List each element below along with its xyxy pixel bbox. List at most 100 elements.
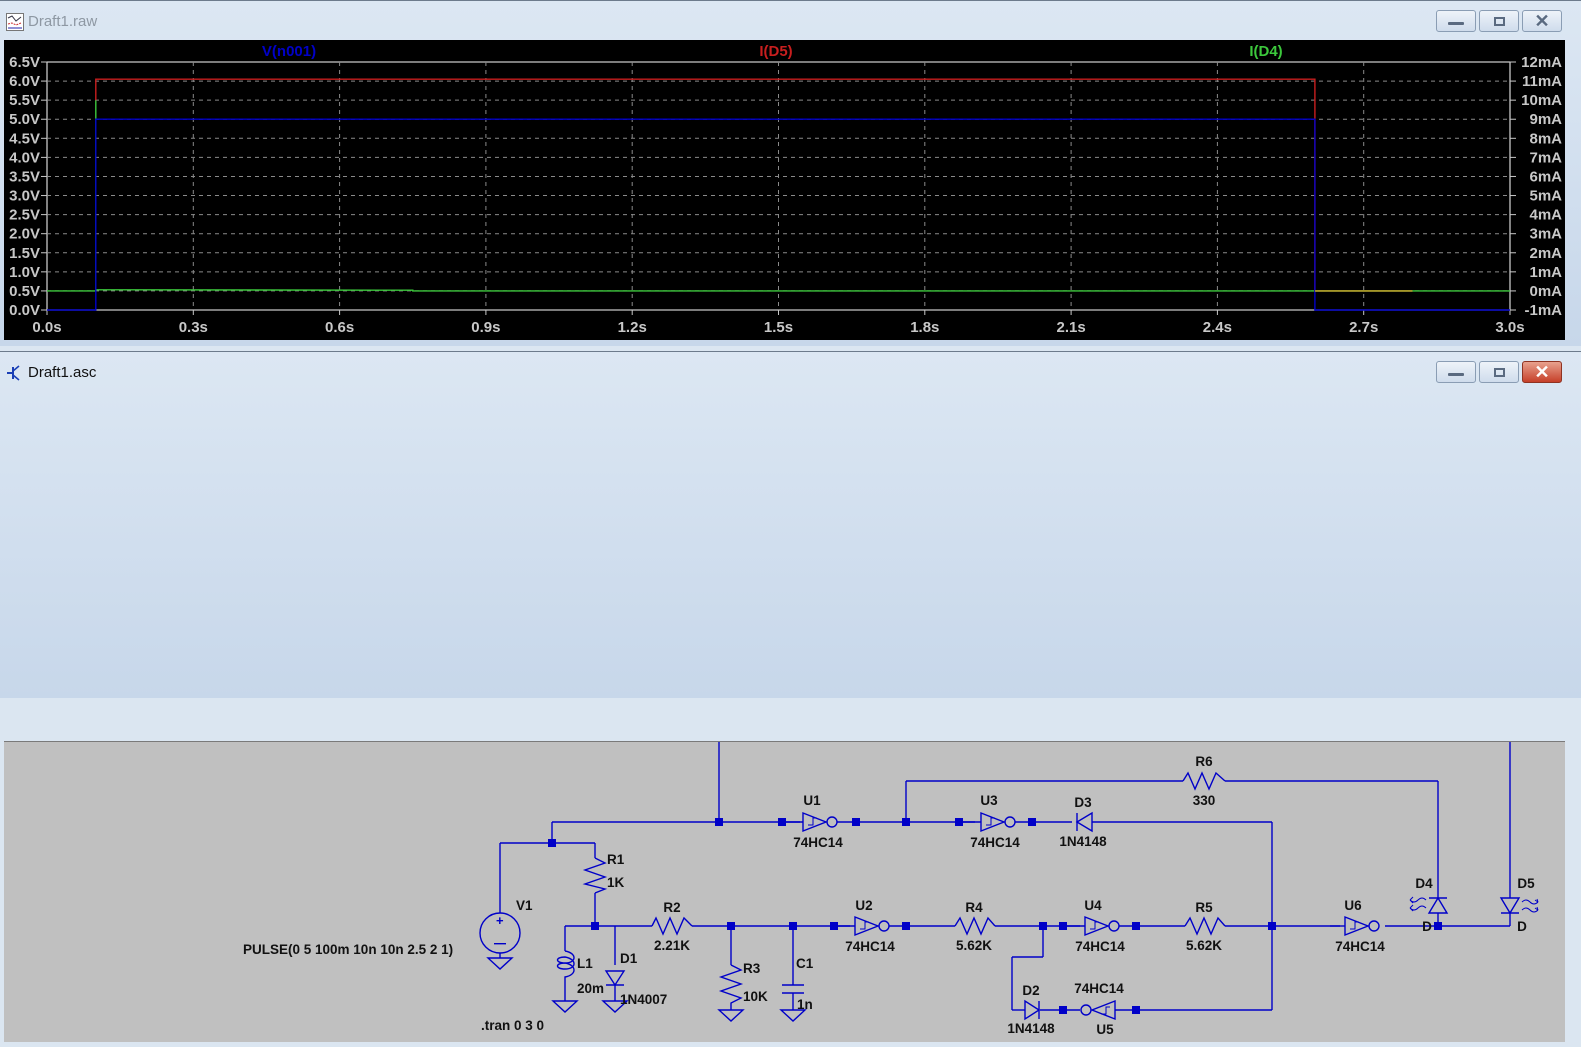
inverter-u5[interactable] <box>1080 999 1136 1021</box>
y-tick-label: 4.0V <box>9 149 40 166</box>
component-value-c1: 1n <box>797 997 813 1012</box>
minimize-button[interactable] <box>1436 361 1476 383</box>
component-value-u3: 74HC14 <box>970 835 1020 850</box>
x-tick-label: 1.2s <box>618 319 647 336</box>
resistor-r4[interactable] <box>954 916 996 936</box>
waveform-titlebar[interactable]: Draft1.raw ✕ <box>0 1 1581 39</box>
y2-tick-label: -1mA <box>1524 302 1562 319</box>
component-value-u2: 74HC14 <box>845 939 895 954</box>
junction-dot <box>852 818 860 826</box>
y-tick-label: 1.0V <box>9 264 40 281</box>
component-ref-r6: R6 <box>1195 754 1213 769</box>
legend-v-n001-: V(n001) <box>262 43 316 60</box>
junction-dot <box>1132 922 1140 930</box>
component-ref-r3: R3 <box>743 961 761 976</box>
ground-symbol <box>551 1000 579 1013</box>
component-value-r3: 10K <box>743 989 768 1004</box>
component-value-d4: D <box>1422 919 1432 934</box>
diode-d2[interactable] <box>1024 999 1041 1021</box>
y2-tick-label: 11mA <box>1522 73 1562 90</box>
junction-dot <box>548 839 556 847</box>
component-value-r4: 5.62K <box>956 938 992 953</box>
x-tick-label: 0.0s <box>32 319 61 336</box>
close-button[interactable]: ✕ <box>1522 361 1562 383</box>
junction-dot <box>830 922 838 930</box>
component-ref-u6: U6 <box>1344 898 1362 913</box>
y2-tick-label: 10mA <box>1521 92 1562 109</box>
y2-tick-label: 4mA <box>1529 207 1562 224</box>
junction-dot <box>902 818 910 826</box>
resistor-r3[interactable] <box>718 964 744 1010</box>
inverter-u4[interactable] <box>1063 915 1136 937</box>
svg-text:+: + <box>496 913 504 928</box>
component-ref-d5: D5 <box>1517 876 1535 891</box>
inductor-l1[interactable] <box>556 950 575 1001</box>
component-ref-v1: V1 <box>516 898 533 913</box>
inverter-u2[interactable] <box>834 915 906 937</box>
y-tick-label: 5.5V <box>9 92 40 109</box>
diode-d3[interactable] <box>1075 811 1093 833</box>
maximize-button[interactable] <box>1479 10 1519 32</box>
junction-dot <box>902 922 910 930</box>
component-value-r6: 330 <box>1193 793 1216 808</box>
close-icon: ✕ <box>1534 361 1550 382</box>
junction-dot <box>778 818 786 826</box>
maximize-icon <box>1493 16 1505 26</box>
inverter-u1[interactable] <box>780 811 856 833</box>
component-ref-r5: R5 <box>1195 900 1213 915</box>
component-ref-r2: R2 <box>663 900 680 915</box>
resistor-r1[interactable] <box>582 857 608 894</box>
junction-dot <box>1132 1006 1140 1014</box>
component-ref-u5: U5 <box>1096 1022 1114 1037</box>
resistor-r2[interactable] <box>651 916 693 936</box>
close-button[interactable]: ✕ <box>1522 10 1562 32</box>
x-tick-label: 1.8s <box>910 319 939 336</box>
transistor-icon <box>7 365 20 381</box>
component-value-l1: 20m <box>577 981 604 996</box>
maximize-button[interactable] <box>1479 361 1519 383</box>
minimize-icon <box>1448 373 1464 376</box>
x-tick-label: 2.7s <box>1349 319 1378 336</box>
y2-tick-label: 5mA <box>1529 188 1562 205</box>
component-value-v1: PULSE(0 5 100m 10n 10n 2.5 2 1) <box>243 942 453 957</box>
junction-dot <box>789 922 797 930</box>
x-tick-label: 2.4s <box>1203 319 1232 336</box>
resistor-r5[interactable] <box>1184 916 1226 936</box>
x-tick-label: 0.9s <box>471 319 500 336</box>
inverter-u6[interactable] <box>1330 915 1380 937</box>
x-tick-label: 0.6s <box>325 319 354 336</box>
component-ref-d3: D3 <box>1074 795 1092 810</box>
component-ref-l1: L1 <box>577 956 593 971</box>
y-tick-label: 0.0V <box>9 302 40 319</box>
y-tick-label: 6.5V <box>9 54 40 71</box>
schematic-titlebar[interactable]: Draft1.asc ✕ <box>0 352 1581 390</box>
y2-tick-label: 2mA <box>1529 245 1562 262</box>
diode-d1[interactable] <box>604 970 626 987</box>
junction-dot <box>1059 1006 1067 1014</box>
y-tick-label: 4.5V <box>9 130 40 147</box>
legend-i-d5-: I(D5) <box>759 43 792 60</box>
component-value-d5: D <box>1517 919 1527 934</box>
led-d4[interactable] <box>1427 896 1449 914</box>
trace-i-d5- <box>95 78 1413 292</box>
waveform-icon <box>6 13 24 31</box>
junction-dot <box>1268 922 1276 930</box>
led-d5[interactable] <box>1499 897 1521 915</box>
x-tick-label: 3.0s <box>1495 319 1524 336</box>
y2-tick-label: 12mA <box>1521 54 1562 71</box>
spice-directive[interactable]: .tran 0 3 0 <box>481 1018 544 1033</box>
x-tick-label: 2.1s <box>1056 319 1085 336</box>
component-value-u5: 74HC14 <box>1074 981 1124 996</box>
minimize-button[interactable] <box>1436 10 1476 32</box>
resistor-r6[interactable] <box>1182 771 1226 791</box>
component-value-u4: 74HC14 <box>1075 939 1125 954</box>
junction-dot <box>955 818 963 826</box>
x-tick-label: 1.5s <box>764 319 793 336</box>
y2-tick-label: 0mA <box>1529 283 1562 300</box>
inverter-u3[interactable] <box>958 811 1032 833</box>
